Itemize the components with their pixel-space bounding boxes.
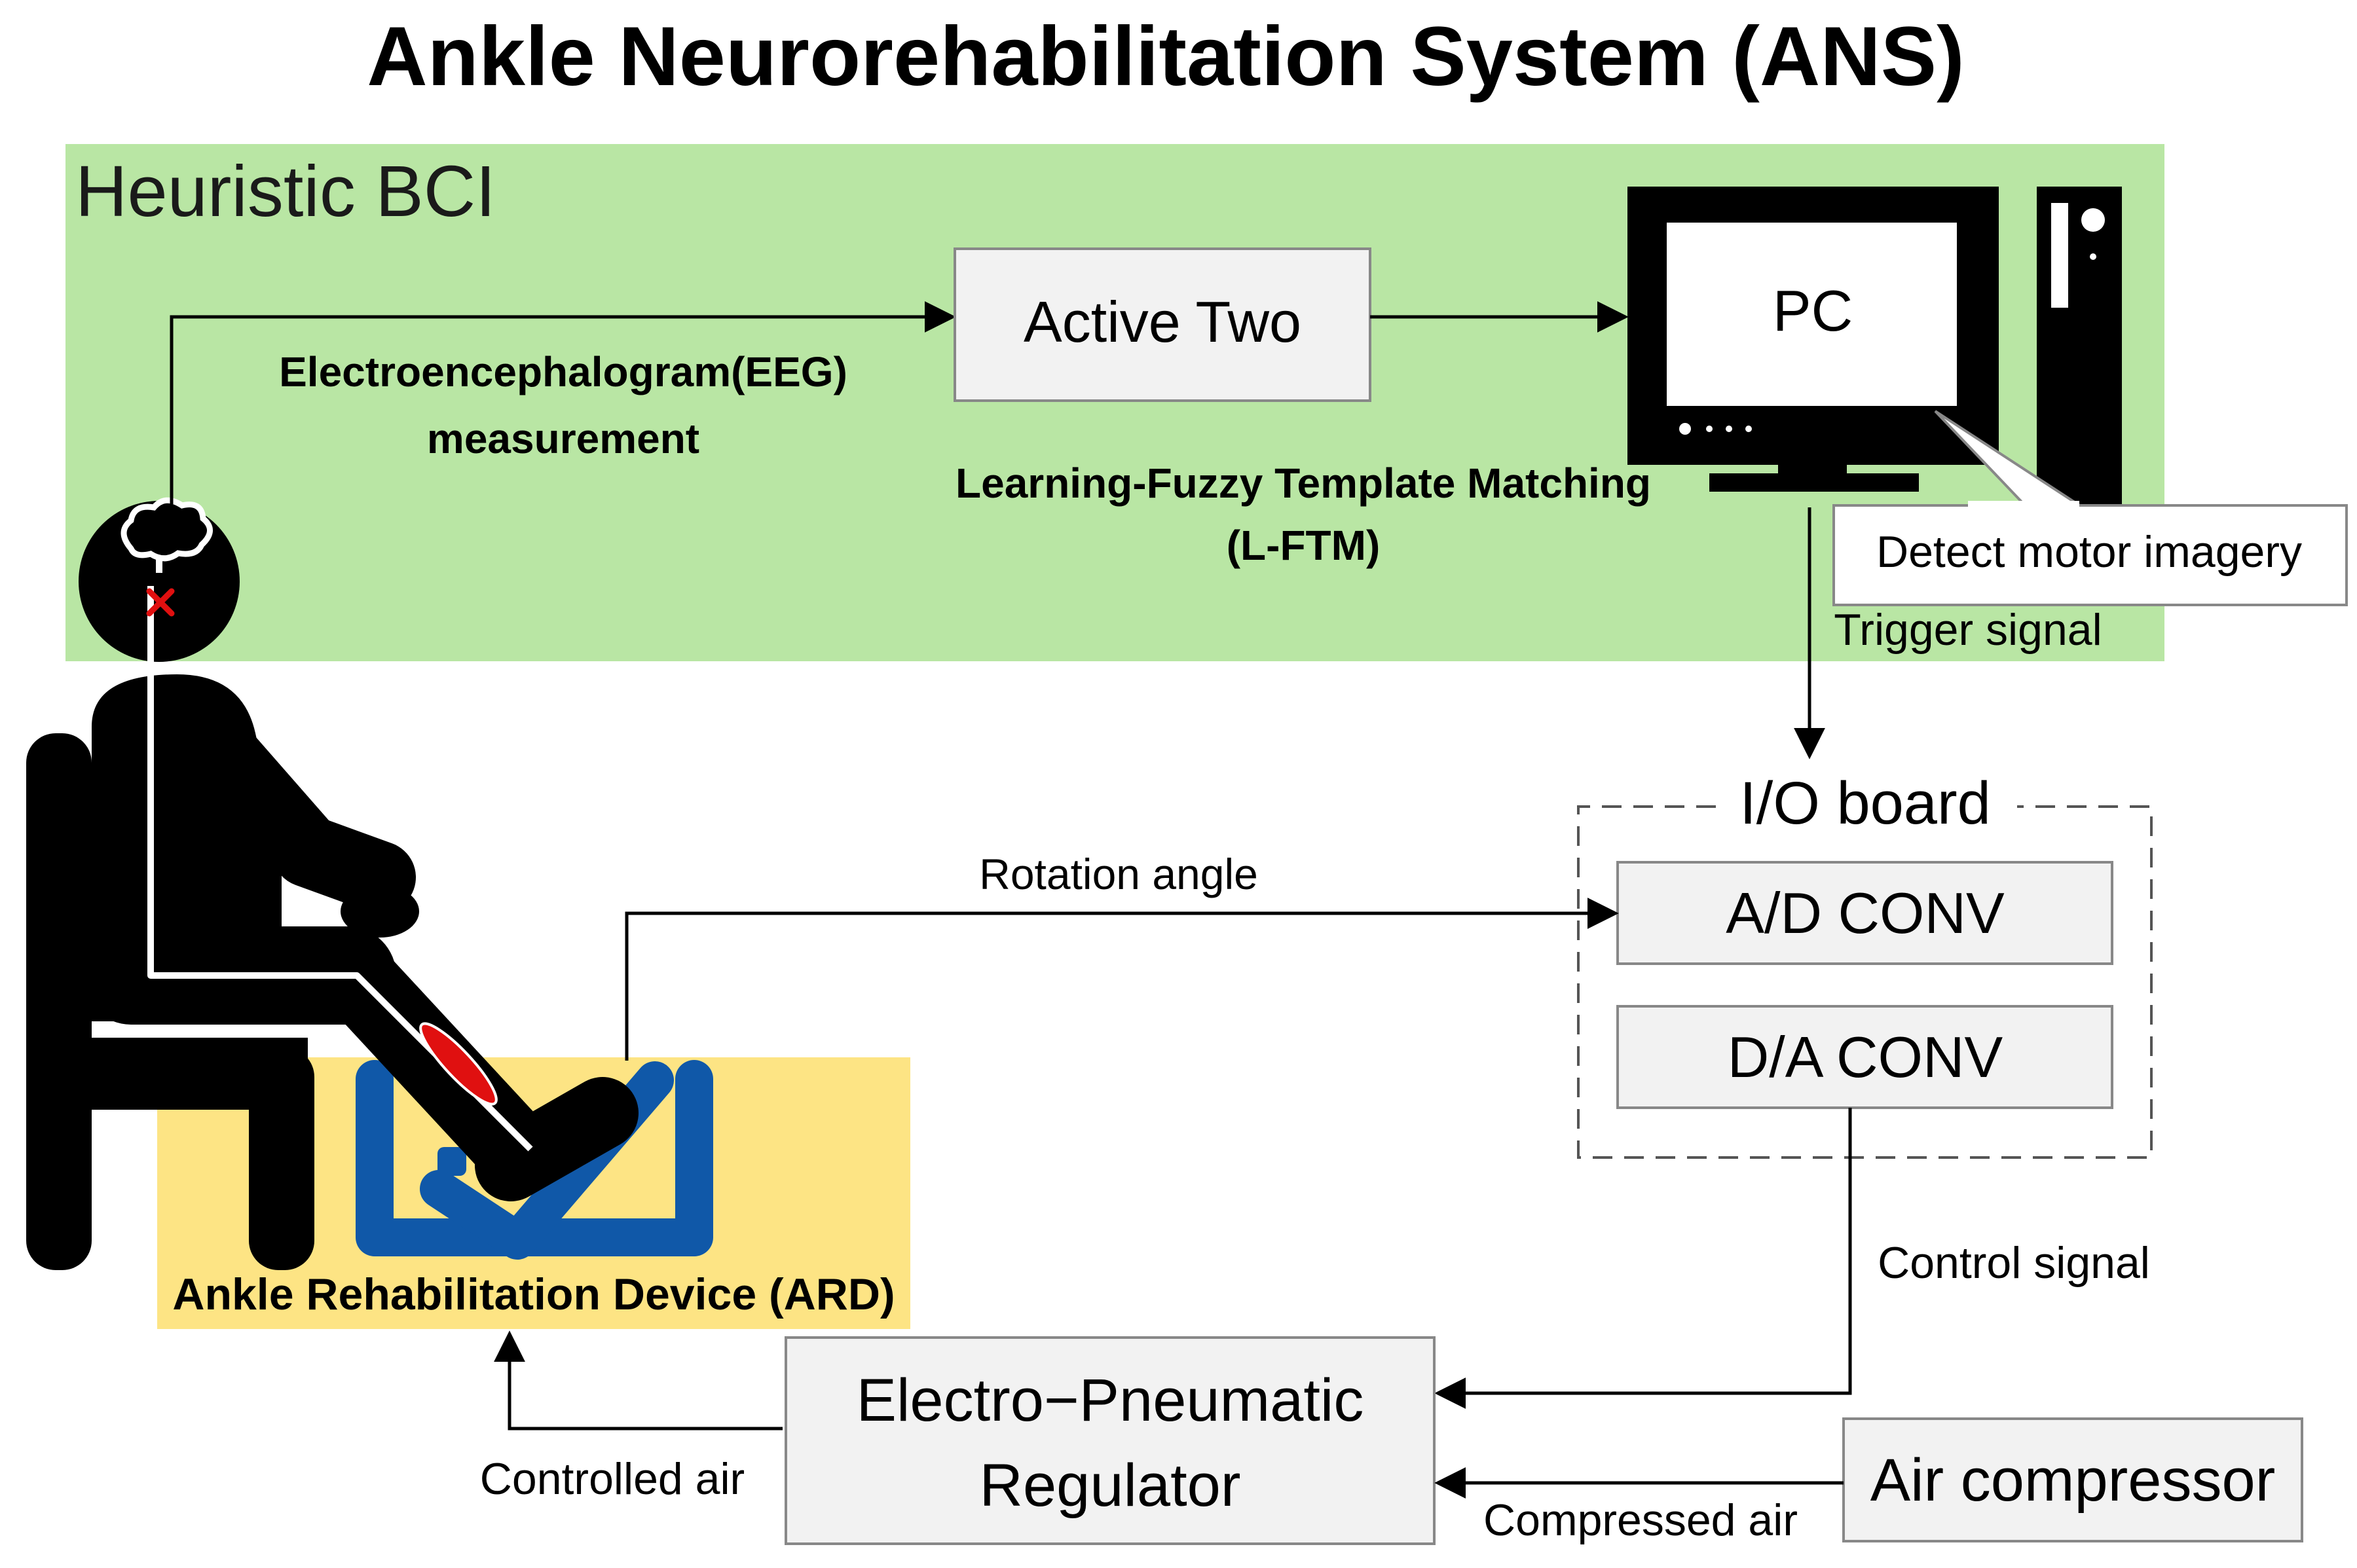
patient-icon	[79, 497, 639, 1201]
air-compressor-box	[1842, 1417, 2303, 1542]
regulator-label-line2: Regulator	[980, 1452, 1241, 1519]
ad-conv-label: A/D CONV	[1726, 881, 2005, 945]
eeg-label-line1: Electroencephalogram(EEG)	[279, 348, 847, 395]
io-board-label: I/O board	[1739, 770, 1991, 837]
control-signal-label: Control signal	[1878, 1238, 2150, 1288]
lftm-label-line2: (L-FTM)	[1227, 522, 1381, 569]
rotation-label: Rotation angle	[979, 850, 1258, 898]
page-title: Ankle Neurorehabilitation System (ANS)	[367, 10, 1965, 103]
pc-tower-icon	[2037, 187, 2122, 504]
pc-label: PC	[1773, 278, 1853, 343]
detect-callout-box	[1832, 504, 2348, 606]
detect-label: Detect motor imagery	[1876, 527, 2302, 577]
signal-cross-icon	[146, 588, 175, 617]
bci-label: Heuristic BCI	[75, 151, 496, 232]
lftm-label-line1: Learning-Fuzzy Template Matching	[956, 460, 1651, 507]
eeg-label-line2: measurement	[427, 415, 699, 462]
brain-icon	[121, 497, 213, 562]
regulator-label-line1: Electro−Pneumatic	[857, 1367, 1364, 1434]
controlled-air-label: Controlled air	[480, 1454, 745, 1504]
muscle-icon	[419, 1022, 498, 1106]
da-conv-label: D/A CONV	[1728, 1025, 2003, 1089]
chair-icon	[26, 733, 314, 1270]
ad-conv-box	[1616, 861, 2113, 965]
ard-label: Ankle Rehabilitation Device (ARD)	[172, 1269, 895, 1319]
regulator-box	[785, 1336, 1436, 1545]
active-two-box	[954, 247, 1371, 402]
air-compressor-label: Air compressor	[1870, 1447, 2276, 1514]
active-two-label: Active Two	[1024, 289, 1301, 354]
pc-monitor-icon	[1627, 187, 1999, 492]
compressed-air-label: Compressed air	[1483, 1495, 1798, 1545]
trigger-label: Trigger signal	[1834, 605, 2102, 655]
da-conv-box	[1616, 1005, 2113, 1109]
